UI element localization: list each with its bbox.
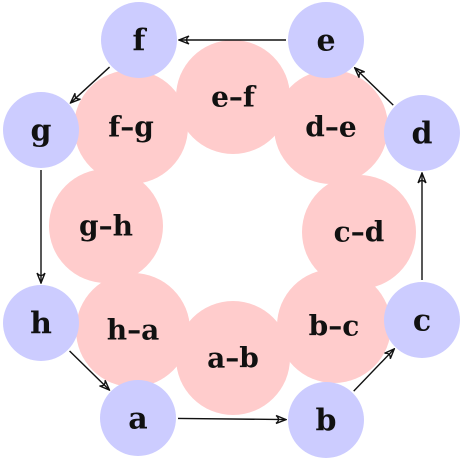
vertex-node-label: c: [413, 304, 431, 339]
edge-node-label: c–d: [334, 216, 385, 249]
edge-node-h-a: h–a: [76, 273, 190, 387]
arrow-b-to-c: [353, 349, 395, 392]
edge-node-g-h: g–h: [49, 169, 163, 283]
edge-node-label: b–c: [309, 310, 360, 343]
vertex-node-g: g: [3, 92, 79, 168]
vertex-node-layer: a b c d e f g h: [3, 2, 460, 458]
vertex-node-label: a: [128, 402, 147, 437]
edge-node-circle: [176, 301, 290, 415]
edge-node-circle: [302, 175, 416, 289]
edge-node-label: d–e: [305, 111, 356, 144]
vertex-node-label: e: [316, 24, 335, 59]
edge-node-circle: [74, 70, 188, 184]
vertex-node-circle: [288, 382, 364, 458]
vertex-node-label: h: [30, 307, 52, 342]
arrow-layer: [41, 40, 422, 420]
edge-node-c-d: c–d: [302, 175, 416, 289]
arrow-h-to-a: [69, 350, 110, 390]
edge-node-f-g: f–g: [74, 70, 188, 184]
vertex-node-e: e: [288, 2, 364, 78]
vertex-node-label: g: [31, 114, 52, 149]
vertex-node-f: f: [101, 2, 177, 78]
edge-node-label: a–b: [207, 342, 259, 375]
vertex-node-circle: [384, 95, 460, 171]
edge-node-circle: [76, 273, 190, 387]
vertex-node-label: b: [316, 404, 337, 439]
edge-node-label: f–g: [108, 111, 154, 144]
edge-node-b-c: b–c: [277, 269, 391, 383]
arrow-d-to-e: [355, 68, 394, 106]
edge-node-label: e–f: [211, 81, 257, 114]
edge-node-circle: [176, 40, 290, 154]
vertex-node-label: f: [133, 24, 148, 59]
vertex-node-circle: [101, 2, 177, 78]
vertex-node-circle: [3, 285, 79, 361]
edge-node-circle: [49, 169, 163, 283]
vertex-node-circle: [288, 2, 364, 78]
edge-node-d-e: d–e: [274, 70, 388, 184]
vertex-node-b: b: [288, 382, 364, 458]
edge-node-e-f: e–f: [176, 40, 290, 154]
vertex-node-label: d: [412, 117, 433, 152]
edge-node-label: g–h: [79, 210, 133, 243]
edge-node-a-b: a–b: [176, 301, 290, 415]
vertex-node-circle: [384, 282, 460, 358]
vertex-node-a: a: [100, 380, 176, 456]
vertex-node-circle: [100, 380, 176, 456]
vertex-node-circle: [3, 92, 79, 168]
vertex-node-h: h: [3, 285, 79, 361]
vertex-node-c: c: [384, 282, 460, 358]
edge-node-circle: [277, 269, 391, 383]
edge-node-layer: a–b b–c c–d d–e e–f f–g g–h h–a: [49, 40, 416, 415]
edge-node-circle: [274, 70, 388, 184]
edge-node-label: h–a: [107, 314, 160, 347]
arrow-f-to-g: [70, 66, 111, 103]
vertex-node-d: d: [384, 95, 460, 171]
arrow-a-to-b: [177, 418, 286, 419]
